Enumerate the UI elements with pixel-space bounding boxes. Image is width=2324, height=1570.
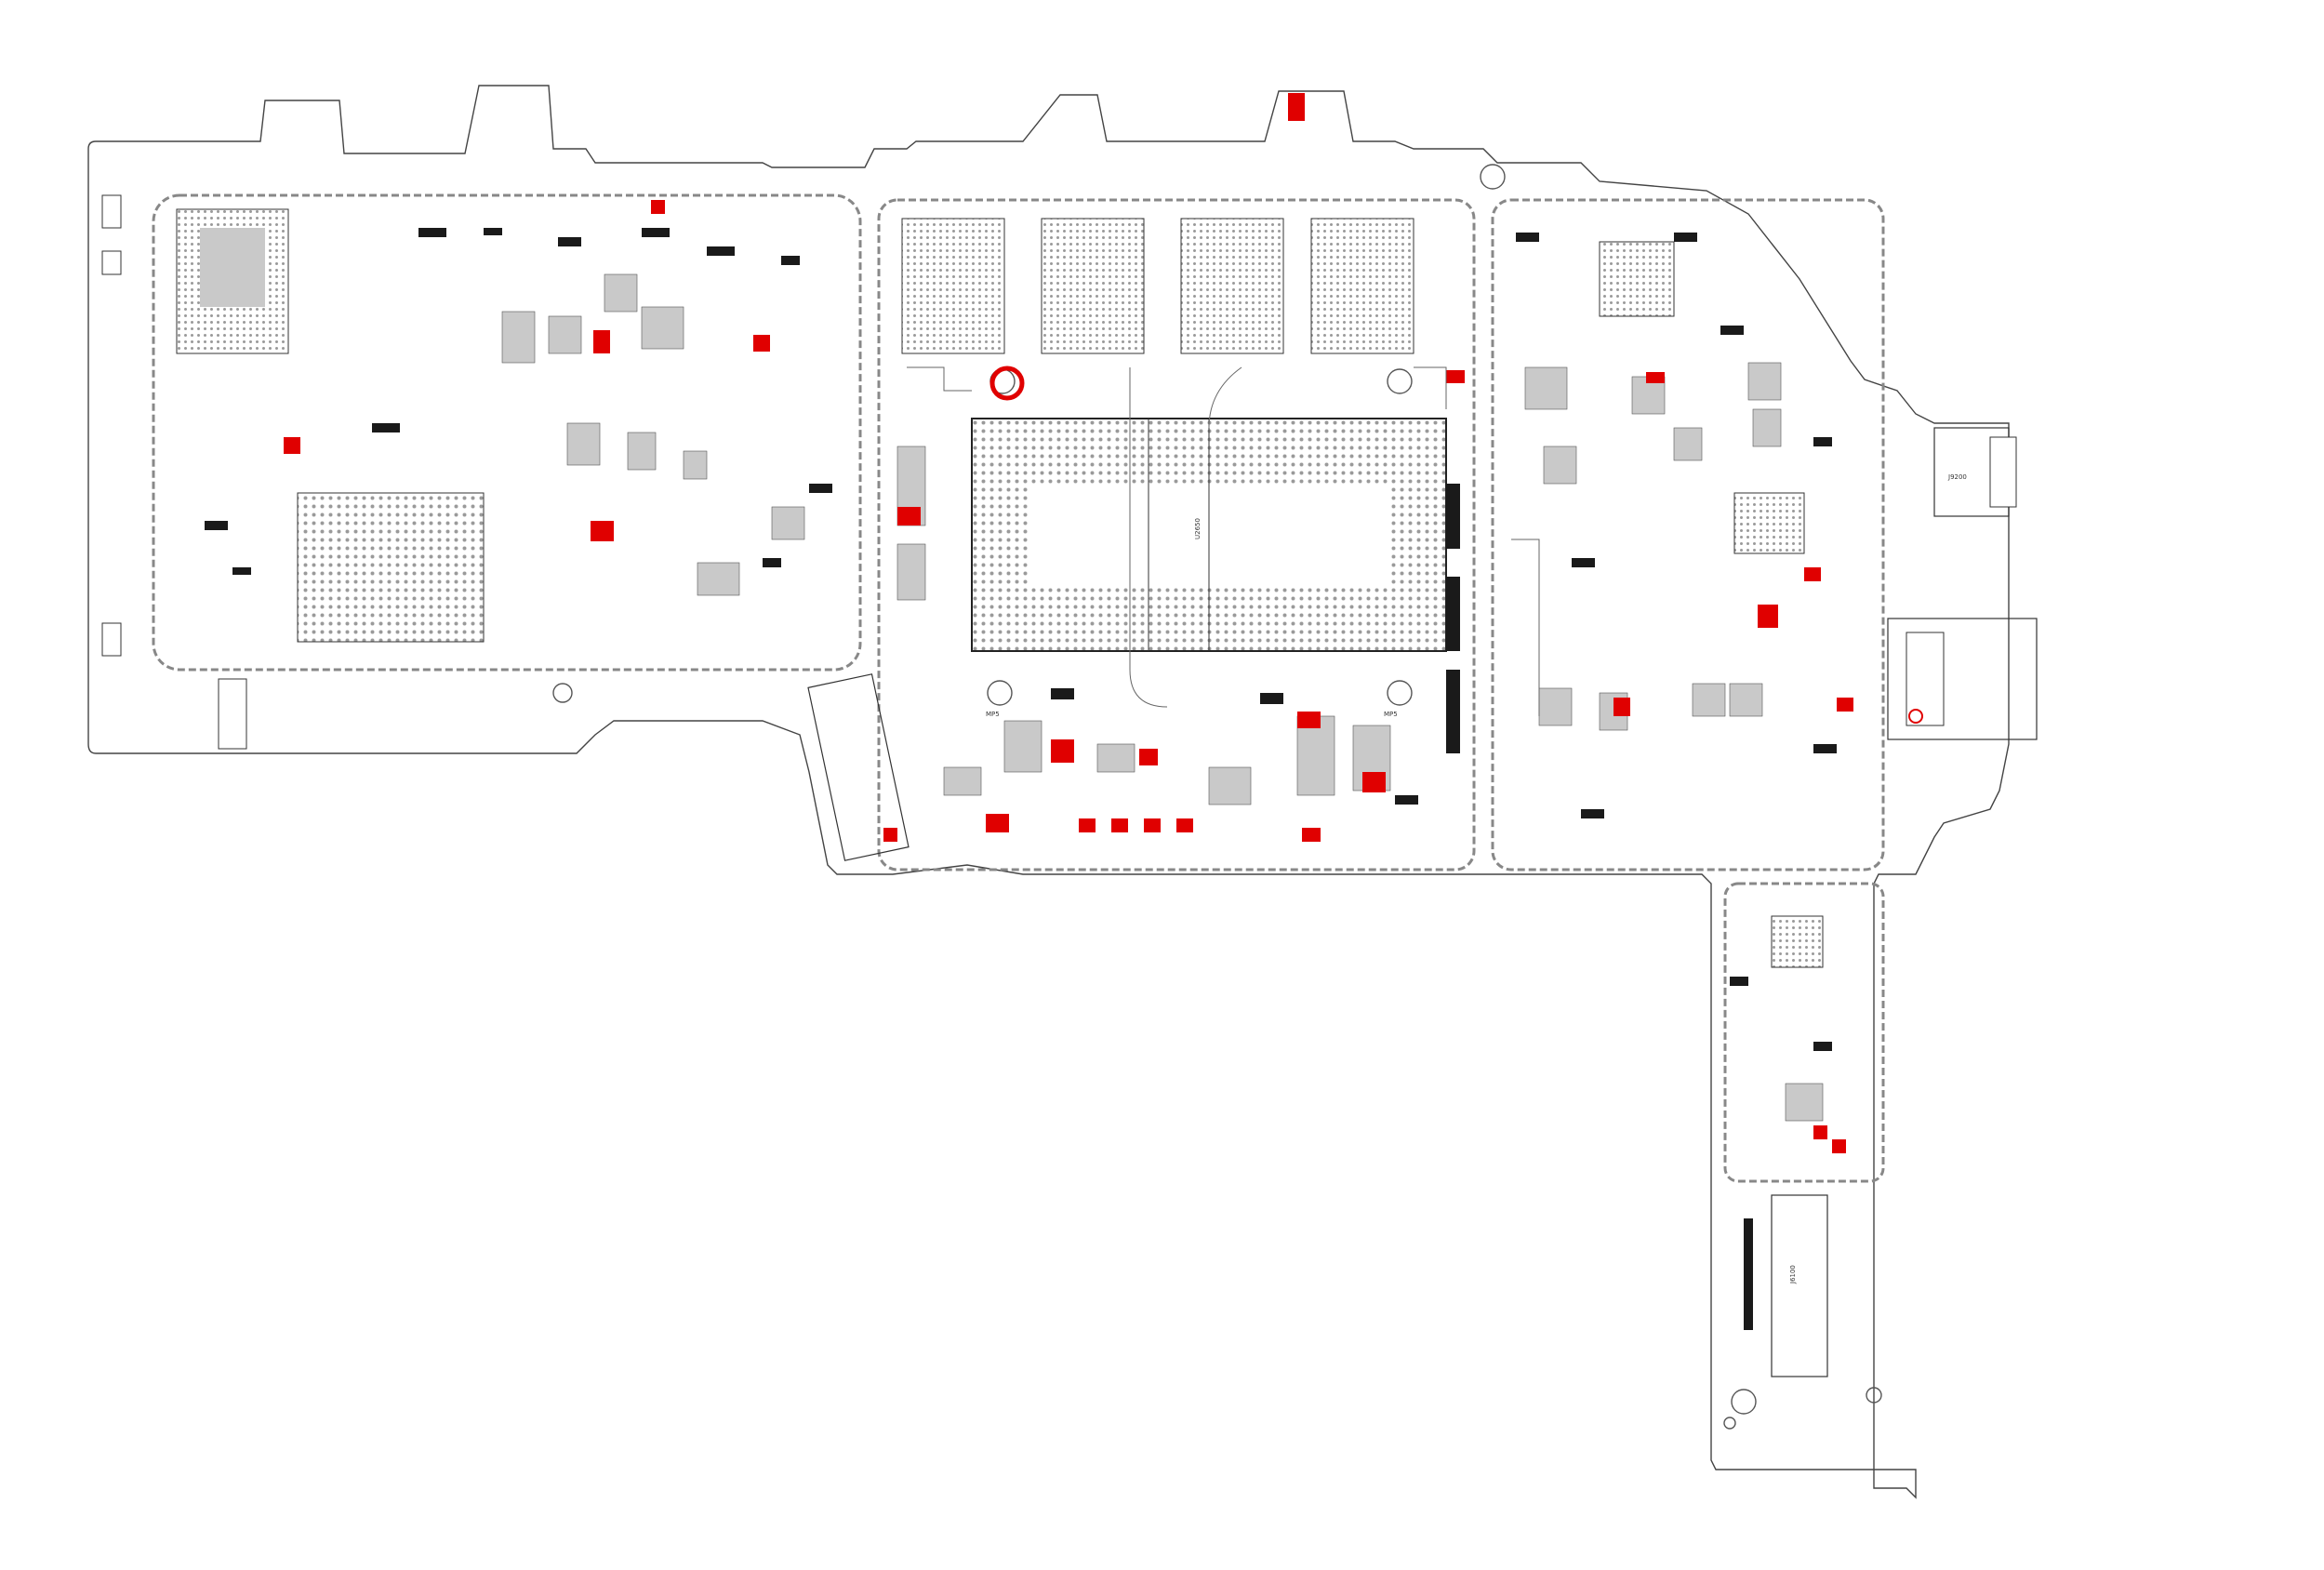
svg-text:J6100: J6100 <box>1789 1265 1797 1284</box>
chip-right-top <box>1599 241 1675 317</box>
connector-j9200: J9200 <box>1933 427 2017 517</box>
mp-label-right: MP5 <box>1384 711 1398 718</box>
board-outline <box>87 85 2010 1499</box>
shield-center <box>877 198 1476 871</box>
shield-left <box>152 193 862 672</box>
chip-right-mid <box>1733 492 1805 554</box>
trace-lines <box>907 366 1540 716</box>
memory-2 <box>1041 218 1145 354</box>
connector-usb <box>1887 618 2038 740</box>
shield-bottom <box>1723 882 1885 1183</box>
connector-j6100: J6100 <box>1771 1194 1828 1377</box>
soc-package-topleft <box>176 208 289 354</box>
shield-right <box>1491 198 1885 871</box>
mp-label-left: MP5 <box>986 711 1000 718</box>
red-ring-marker <box>989 366 1025 401</box>
memory-1 <box>901 218 1005 354</box>
svg-text:J9200: J9200 <box>1947 473 1967 481</box>
memory-4 <box>1310 218 1414 354</box>
fpc-left-diagonal <box>807 673 910 861</box>
left-edge-pads <box>101 194 247 750</box>
soc-label: U2650 <box>1194 518 1202 539</box>
memory-3 <box>1180 218 1284 354</box>
bga-left <box>297 492 485 643</box>
red-highlights <box>284 93 1853 1153</box>
soc-main: U2650 <box>971 418 1447 652</box>
dark-components <box>205 228 1837 1330</box>
chip-bottom-arm <box>1771 915 1824 968</box>
mounting-holes <box>552 164 1882 1430</box>
